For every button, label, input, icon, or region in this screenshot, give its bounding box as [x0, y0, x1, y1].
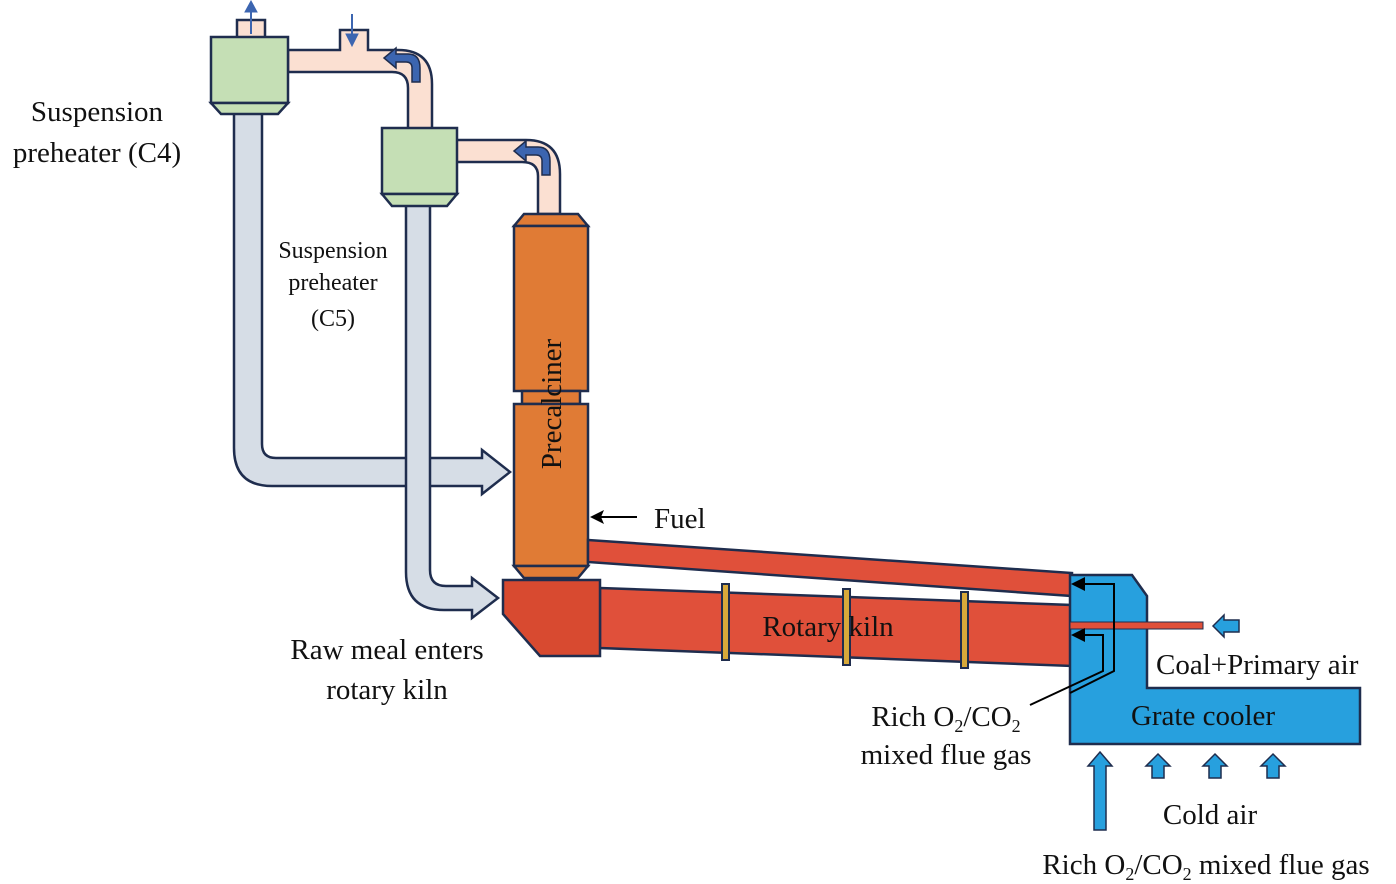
gas-duct-c5-to-c4 [286, 28, 434, 132]
label-coal-primary-air: Coal+Primary air [1156, 649, 1359, 681]
fuel-arrow-icon [590, 510, 637, 524]
label-precalciner: Precalciner [536, 338, 568, 469]
grate-cooler [1068, 573, 1362, 746]
exhaust-up-arrow-icon [244, 0, 258, 34]
kiln-tyre [842, 588, 851, 666]
label-preheater-c5-line1: Suspension [278, 238, 387, 264]
meal-duct-c4-to-precalciner [232, 106, 513, 497]
meal-duct-c5-to-kiln [404, 202, 501, 621]
meal-feed-down-arrow-icon [345, 14, 359, 48]
label-fuel: Fuel [654, 503, 706, 535]
label-preheater-c5-line2: preheater [288, 270, 377, 296]
label-raw-meal-line2: rotary kiln [326, 674, 448, 706]
kiln-tyre [960, 591, 969, 669]
gas-flow-arrow-icon-lower [512, 139, 551, 176]
label-inlet-gas: Rich O2/CO2 mixed flue gas [1042, 849, 1369, 884]
cold-air-up-arrow-icon [1144, 752, 1172, 779]
preheater-c5 [379, 126, 460, 208]
flue-gas-recirculation-lines [1029, 583, 1115, 706]
label-preheater-c4-line1: Suspension [31, 96, 164, 128]
burner-pipe [1069, 621, 1204, 630]
tertiary-air-duct [586, 538, 1074, 598]
precalciner [511, 212, 591, 580]
kiln-inlet-chamber [501, 578, 602, 658]
label-cold-air: Cold air [1163, 799, 1258, 831]
label-preheater-c4-line2: preheater (C4) [13, 137, 181, 169]
inlet-gas-up-arrow-icon [1086, 750, 1114, 831]
recirculation-arrowhead-icon [1071, 577, 1085, 591]
label-raw-meal-line1: Raw meal enters [290, 634, 483, 666]
label-rotary-kiln: Rotary kiln [762, 611, 894, 643]
label-preheater-c5-line3: (C5) [311, 306, 355, 332]
kiln-tyre [721, 583, 730, 661]
coal-primary-air-arrow-icon [1211, 613, 1240, 639]
recirculation-arrowhead-icon [1071, 628, 1085, 642]
label-tertiary-gas-line2: mixed flue gas [861, 739, 1032, 771]
cold-air-up-arrow-icon [1259, 752, 1287, 779]
preheater-c4 [208, 35, 291, 116]
gas-flow-arrow-icon-upper [382, 46, 421, 83]
label-grate-cooler: Grate cooler [1131, 700, 1275, 732]
label-tertiary-gas-line1: Rich O2/CO2 [871, 701, 1020, 736]
cold-air-up-arrow-icon [1201, 752, 1229, 779]
